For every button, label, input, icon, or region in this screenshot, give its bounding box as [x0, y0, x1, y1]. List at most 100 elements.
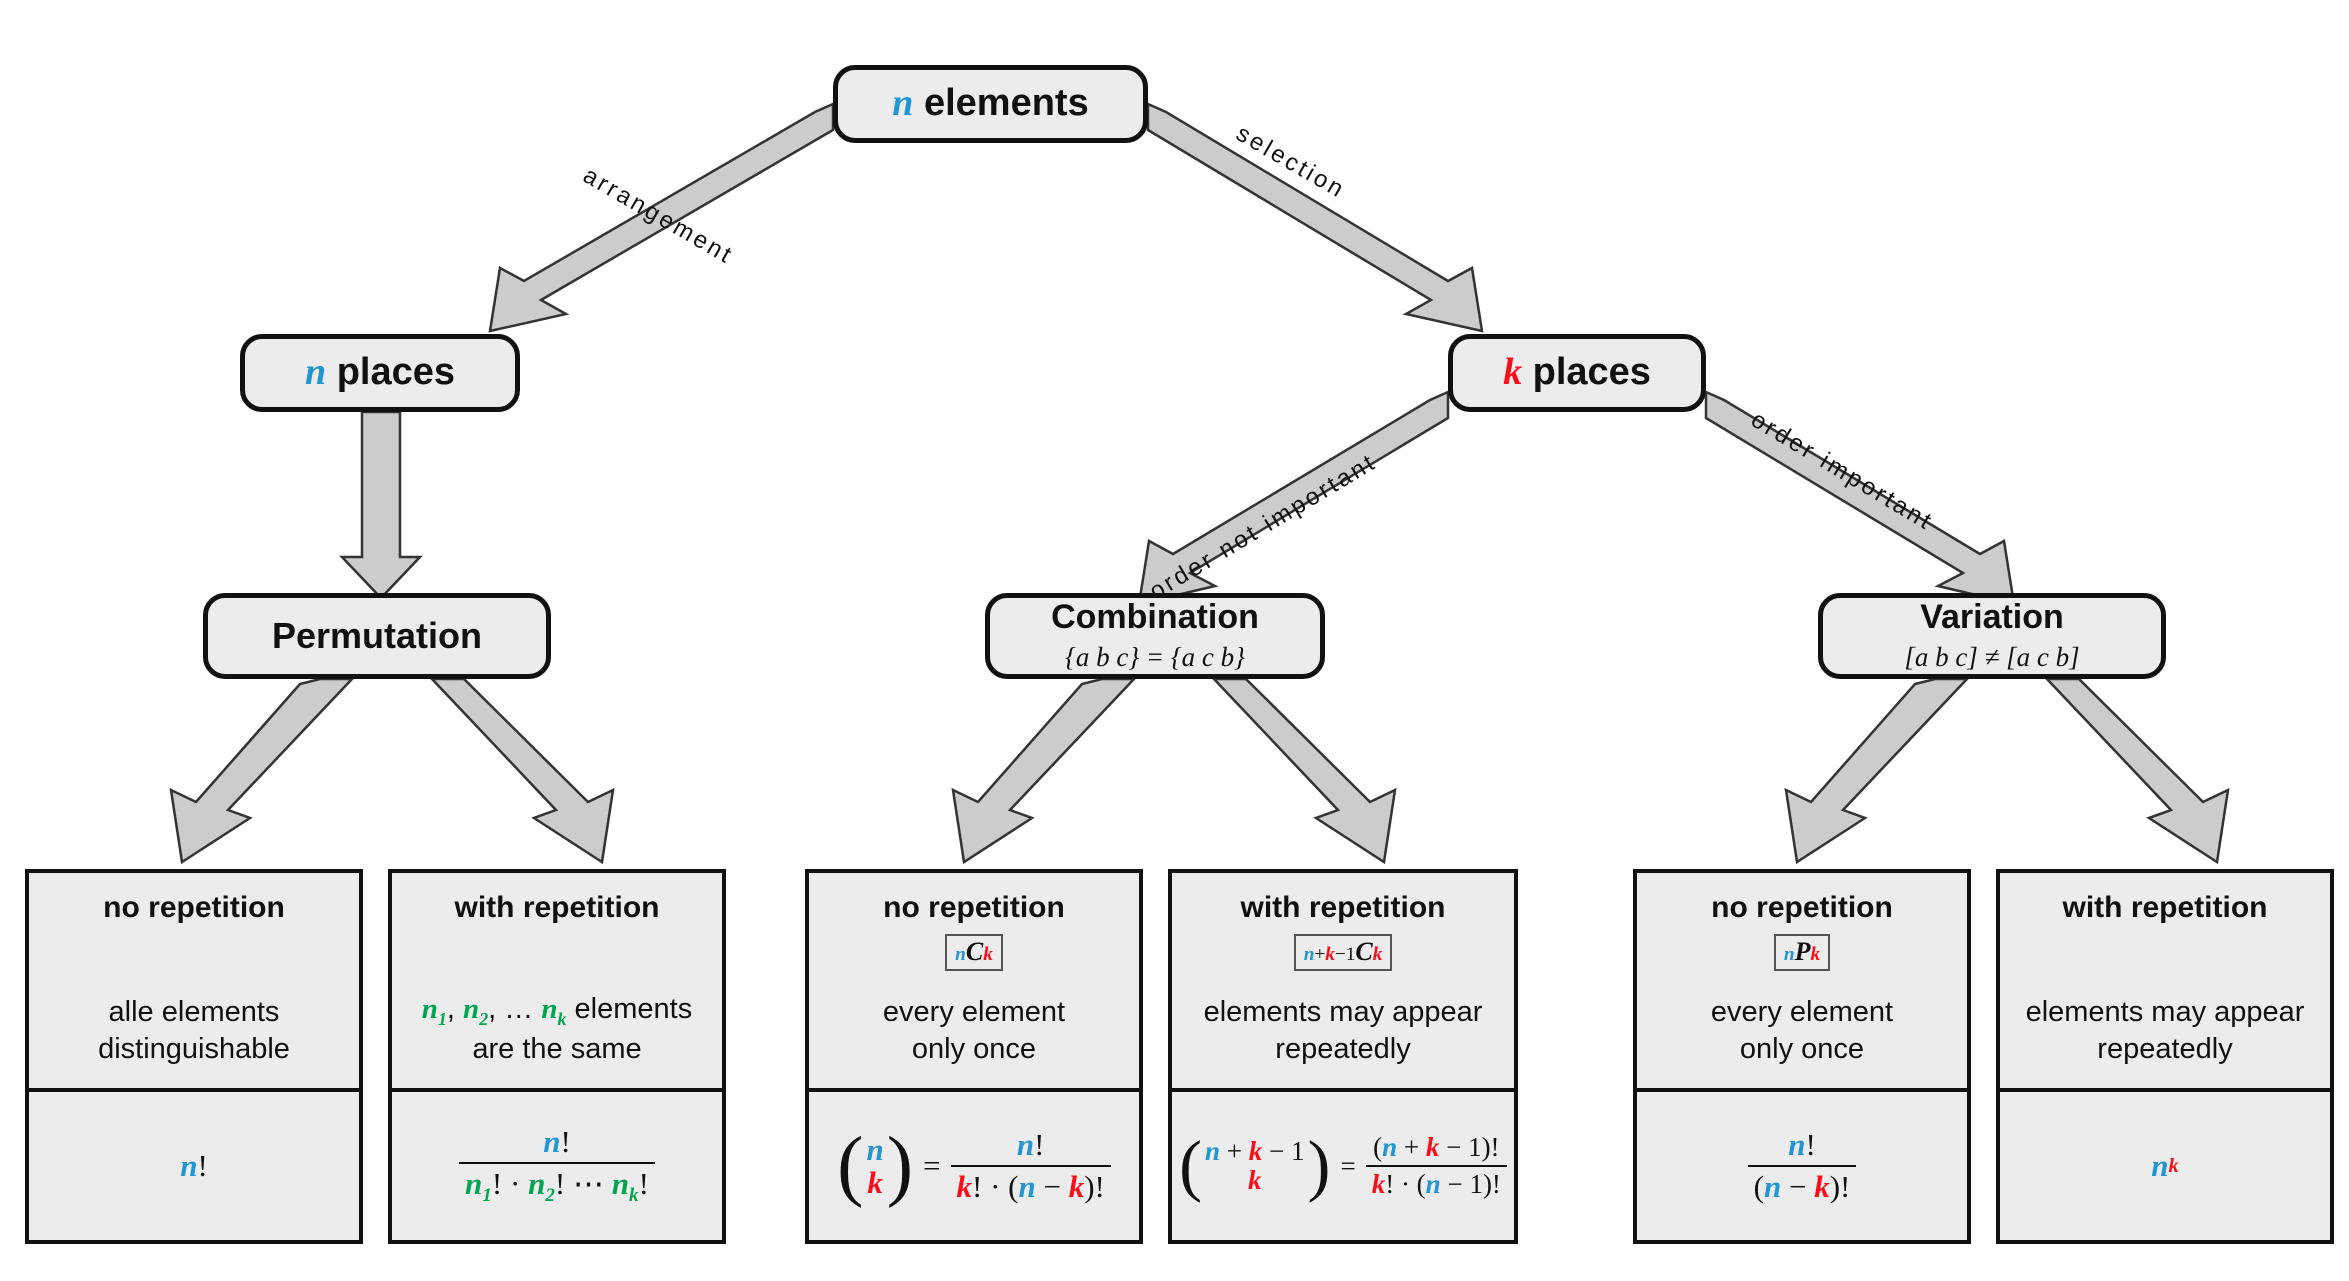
leaf-desc-line1: alle elements	[108, 995, 280, 1028]
fraction-numerator: n!	[1788, 1127, 1816, 1162]
leaf-card-variation-with-repetition[interactable]: with repetition elements may appear repe…	[1996, 869, 2334, 1244]
binom-stack: n + k − 1 k	[1202, 1135, 1308, 1195]
leaf-card-variation-no-repetition[interactable]: no repetition nPk every element only onc…	[1633, 869, 1971, 1244]
node-variation-sub: [a b c] ≠ [a c b]	[1904, 641, 2080, 672]
leaf-head: with repetition	[454, 891, 660, 924]
leaf-desc-line1: every element	[882, 995, 1066, 1028]
binom-top: n + k − 1	[1205, 1135, 1305, 1166]
math-n: n	[180, 1148, 198, 1183]
leaf-head: no repetition	[1711, 891, 1893, 924]
edge-label-order-important: order important	[1746, 405, 1939, 537]
math-sub-k: k	[983, 943, 993, 965]
fraction: n! (n − k)!	[1747, 1127, 1857, 1205]
var-n: n	[304, 351, 327, 394]
leaf-card-combination-with-repetition[interactable]: with repetition n+k−1Ck elements may app…	[1168, 869, 1518, 1244]
node-k-places-label: places	[1532, 351, 1651, 394]
binomial-coefficient: ( n + k − 1 k )	[1179, 1127, 1331, 1204]
node-n-places[interactable]: n places	[240, 334, 520, 412]
binom-bottom: k	[867, 1165, 883, 1200]
leaf-description: every element only once	[1711, 994, 1893, 1068]
math-n1: n1	[421, 993, 447, 1029]
leaf-upper: with repetition n1, n2, … nk elements ar…	[392, 873, 722, 1092]
leaf-upper: no repetition alle elements distinguisha…	[29, 873, 359, 1092]
math-n2: n2	[463, 993, 489, 1029]
node-n-elements-label: elements	[923, 82, 1089, 125]
node-n-places-text: n places	[304, 351, 455, 394]
leaf-desc-line1: elements may appear	[2025, 995, 2305, 1028]
var-n: n	[892, 82, 914, 125]
paren-right: )	[1307, 1127, 1331, 1204]
edge-arrow-selection	[1146, 102, 1484, 333]
node-k-places[interactable]: k places	[1448, 334, 1706, 412]
leaf-description: elements may appear repeatedly	[2026, 994, 2305, 1068]
paren-left: (	[1179, 1127, 1203, 1204]
paren-left: (	[837, 1121, 864, 1209]
math-sub-n: n	[955, 943, 966, 965]
leaf-description: every element only once	[883, 994, 1065, 1068]
math-C: C	[965, 936, 984, 966]
leaf-head: no repetition	[883, 891, 1065, 924]
node-combination-title: Combination	[1051, 598, 1259, 637]
leaf-desc-line2: are the same	[472, 1032, 642, 1065]
var-k: k	[1503, 351, 1523, 394]
node-n-elements[interactable]: n elements	[833, 65, 1148, 143]
leaf-desc-line2: distinguishable	[98, 1032, 290, 1065]
paren-right: )	[886, 1121, 914, 1209]
edge-arrow-comb-leaf3	[1211, 677, 1397, 865]
leaf-formula: n!	[29, 1092, 359, 1240]
equals-sign: =	[1340, 1150, 1356, 1181]
fraction: (n + k − 1)! k! · (n − 1)!	[1365, 1132, 1507, 1200]
leaf-card-permutation-no-repetition[interactable]: no repetition alle elements distinguisha…	[25, 869, 363, 1244]
equals-sign: =	[923, 1148, 941, 1183]
fraction-denominator: (n − k)!	[1747, 1165, 1857, 1205]
math-exp-k: k	[2168, 1154, 2179, 1177]
leaf-notation-npkm1Ck: n+k−1Ck	[1293, 933, 1393, 971]
leaf-upper: no repetition nCk every element only onc…	[809, 873, 1139, 1092]
leaf-desc-line1: elements may appear	[1203, 995, 1483, 1028]
node-combination-sub: {a b c} = {a c b}	[1065, 641, 1245, 672]
leaf-card-permutation-with-repetition[interactable]: with repetition n1, n2, … nk elements ar…	[388, 869, 726, 1244]
leaf-description: elements may appear repeatedly	[1204, 994, 1483, 1068]
node-variation-title: Variation	[1920, 598, 2064, 637]
node-n-elements-text: n elements	[892, 82, 1089, 125]
fraction-numerator: n!	[1016, 1127, 1045, 1162]
node-k-places-text: k places	[1503, 351, 1651, 394]
leaf-upper: with repetition n+k−1Ck elements may app…	[1172, 873, 1514, 1092]
leaf-head: with repetition	[1240, 891, 1446, 924]
edge-arrow-var-leaf5	[2044, 677, 2230, 865]
edge-arrow-perm-leaf0	[169, 677, 355, 865]
math-sub-k: k	[1810, 943, 1821, 965]
node-permutation-title: Permutation	[271, 615, 483, 657]
fraction: n! k! · (n − k)!	[950, 1127, 1111, 1205]
node-variation[interactable]: Variation [a b c] ≠ [a c b]	[1818, 593, 2166, 679]
edge-arrow-n-places-permutation	[339, 410, 423, 600]
fraction-denominator: n1! · n2! ⋯ nk!	[459, 1162, 655, 1207]
binomial-coefficient: ( n k )	[837, 1121, 914, 1209]
edge-label-order-not-important: order not important	[1144, 448, 1382, 606]
binom-stack: n k	[863, 1132, 886, 1200]
leaf-notation-nCk: nCk	[945, 933, 1003, 971]
leaf-desc-line2: only once	[1739, 1032, 1865, 1065]
leaf-description: alle elements distinguishable	[98, 994, 290, 1068]
leaf-upper: with repetition elements may appear repe…	[2000, 873, 2330, 1092]
math-sub-npkm1: n+k−1	[1303, 943, 1356, 965]
leaf-desc-line1: every element	[1710, 995, 1894, 1028]
leaf-formula: ( n k ) = n! k! · (n − k)!	[809, 1092, 1139, 1240]
math-P: P	[1794, 936, 1811, 966]
node-permutation[interactable]: Permutation	[203, 593, 551, 679]
leaf-card-combination-no-repetition[interactable]: no repetition nCk every element only onc…	[805, 869, 1143, 1244]
edge-arrow-var-leaf4	[1784, 677, 1970, 865]
leaf-formula: ( n + k − 1 k ) = (n + k − 1)! k! · (n −…	[1172, 1092, 1514, 1240]
leaf-desc-line2: repeatedly	[1275, 1032, 1411, 1065]
math-sub-n: n	[1783, 943, 1795, 965]
node-combination[interactable]: Combination {a b c} = {a c b}	[985, 593, 1325, 679]
leaf-desc-line2: repeatedly	[2097, 1032, 2233, 1065]
fraction-denominator: k! · (n − 1)!	[1365, 1165, 1507, 1200]
math-n: n	[2151, 1148, 2169, 1183]
leaf-formula: n! n1! · n2! ⋯ nk!	[392, 1092, 722, 1240]
math-sub-k: k	[1372, 943, 1383, 965]
leaf-upper: no repetition nPk every element only onc…	[1637, 873, 1967, 1092]
leaf-formula: n! (n − k)!	[1637, 1092, 1967, 1240]
